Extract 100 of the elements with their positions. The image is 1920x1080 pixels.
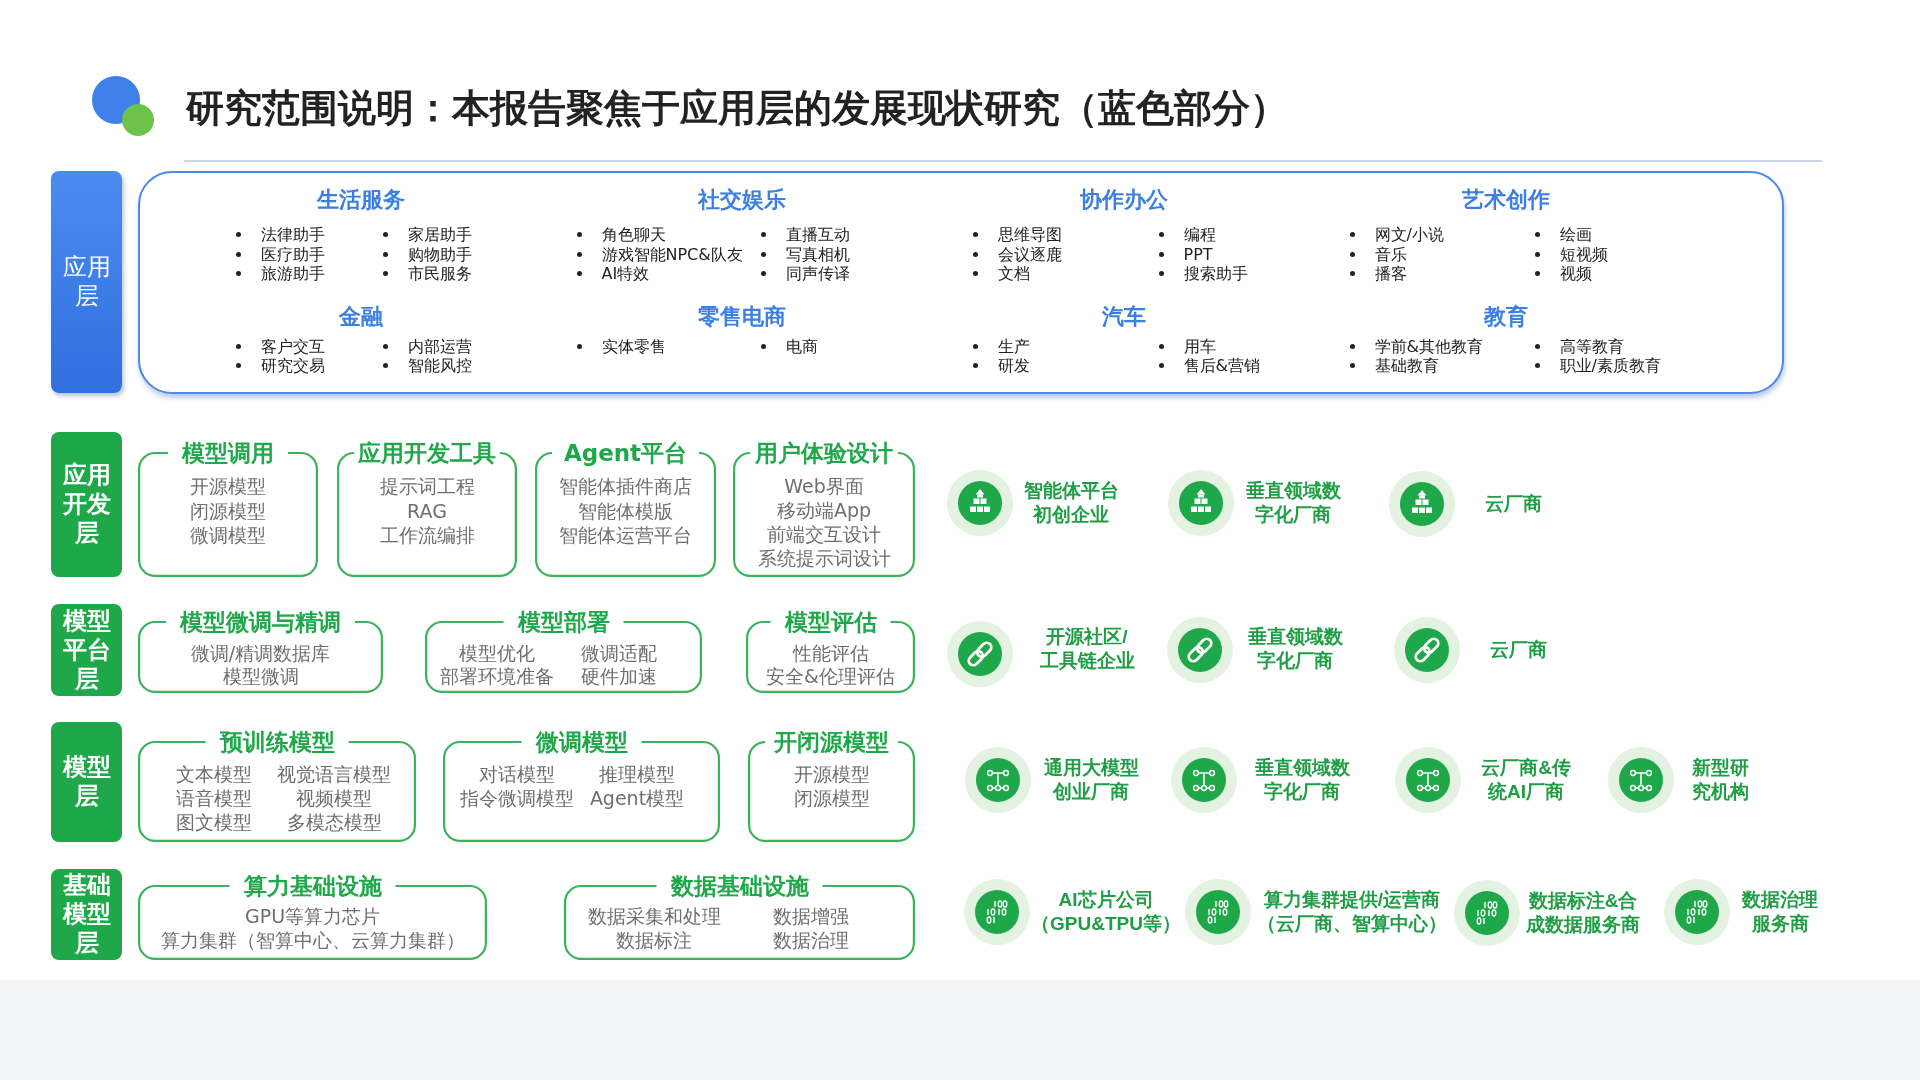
entity-label: 开源社区/工具链企业 (1039, 625, 1135, 673)
list-item: PPT (1183, 244, 1213, 265)
category-heading: 零售电商 (697, 302, 786, 331)
list-item: 用车 (1183, 336, 1216, 357)
entity-label: 算力集群提供/运营商（云厂商、智算中心） (1256, 888, 1448, 936)
list-item: 对话模型 (479, 762, 555, 786)
list-item: Web界面 (784, 474, 864, 498)
box-heading: 预训练模型 (219, 728, 335, 757)
list-item: 文本模型 (176, 762, 252, 786)
list-item: 算力集群（智算中心、云算力集群） (160, 928, 465, 952)
list-item: 数据治理 (773, 928, 849, 952)
list-item: 硬件加速 (581, 664, 657, 688)
list-item: 同声传译 (785, 263, 850, 284)
list-item: 前端交互设计 (767, 522, 881, 546)
list-item: 模型优化 (459, 641, 535, 665)
box-heading: 模型部署 (517, 608, 610, 637)
list-item: 实体零售 (601, 336, 666, 357)
list-item: 角色聊天 (601, 224, 666, 245)
list-item: 开源模型 (793, 762, 870, 786)
list-item: 写真相机 (785, 244, 850, 265)
box-heading: 模型评估 (784, 608, 877, 637)
list-item: 播客 (1374, 263, 1407, 284)
box-heading: 模型调用 (182, 439, 274, 468)
list-item: 数据标注 (616, 928, 692, 952)
entity-label: 垂直领域数字化厂商 (1247, 625, 1343, 673)
entity-label: AI芯片公司（GPU&TPU等） (1030, 888, 1182, 936)
category-heading: 协作办公 (1079, 185, 1168, 214)
list-item: 市民服务 (407, 263, 472, 284)
list-item: 视觉语言模型 (277, 762, 391, 786)
category-heading: 艺术创作 (1461, 185, 1550, 214)
list-item: 语音模型 (176, 786, 252, 810)
list-item: 网文/小说 (1374, 224, 1444, 245)
list-item: 数据采集和处理 (587, 904, 721, 928)
list-item: 售后&营销 (1183, 355, 1260, 376)
list-item: 文档 (997, 263, 1030, 284)
list-item: RAG (407, 499, 447, 523)
layer-box (138, 171, 1784, 394)
box-heading: 算力基础设施 (243, 872, 382, 901)
category-heading: 生活服务 (316, 185, 405, 214)
list-item: 微调适配 (581, 641, 657, 665)
list-item: 短视频 (1559, 244, 1608, 265)
box-heading: 模型微调与精调 (180, 608, 341, 637)
list-item: 微调/精调数据库 (190, 641, 331, 665)
list-item: Agent模型 (589, 786, 685, 810)
list-item: 视频模型 (296, 786, 372, 810)
list-item: 家居助手 (407, 224, 472, 245)
list-item: 高等教育 (1559, 336, 1624, 357)
list-item: 推理模型 (599, 762, 675, 786)
list-item: 会议逐鹿 (997, 244, 1062, 265)
list-item: 部署环境准备 (440, 664, 554, 688)
list-item: 基础教育 (1374, 355, 1439, 376)
list-item: 研究交易 (260, 355, 325, 376)
entity-label: 云厂商 (1489, 638, 1547, 662)
list-item: 思维导图 (997, 224, 1062, 245)
list-item: 研发 (997, 355, 1030, 376)
list-item: 电商 (785, 336, 818, 357)
list-item: 医疗助手 (260, 244, 325, 265)
entity-label: 垂直领域数字化厂商 (1245, 479, 1341, 527)
list-item: 视频 (1559, 263, 1592, 284)
box-heading: 开闭源模型 (774, 728, 889, 757)
list-item: 提示词工程 (379, 474, 475, 498)
entity-label: 数据标注&合成数据服务商 (1525, 889, 1641, 937)
entity-label: 智能体平台初创企业 (1023, 479, 1119, 527)
entity-label: 数据治理服务商 (1741, 888, 1819, 936)
layer-tab: 应用层 (51, 171, 122, 393)
box-heading: Agent平台 (563, 439, 688, 468)
layer-tab: 模型层 (51, 722, 122, 842)
box-heading: 微调模型 (535, 728, 628, 757)
list-item: 闭源模型 (190, 499, 266, 523)
list-item: 安全&伦理评估 (766, 664, 895, 688)
list-item: 数据增强 (773, 904, 849, 928)
list-item: 生产 (997, 336, 1030, 357)
category-heading: 汽车 (1101, 302, 1146, 331)
list-item: 智能体运营平台 (559, 523, 692, 547)
list-item: 微调模型 (190, 523, 266, 547)
list-item: 法律助手 (260, 224, 325, 245)
list-item: GPU等算力芯片 (244, 904, 381, 928)
list-item: 直播互动 (785, 224, 850, 245)
entity-label: 云厂商 (1484, 492, 1542, 516)
category-heading: 社交娱乐 (697, 185, 786, 214)
list-item: AI特效 (601, 263, 650, 284)
list-item: 智能风控 (407, 355, 472, 376)
list-item: 客户交互 (260, 336, 325, 357)
list-item: 智能体模版 (578, 499, 673, 523)
entity-label: 新型研究机构 (1691, 756, 1749, 804)
box-heading: 应用开发工具 (358, 439, 496, 468)
box-heading: 用户体验设计 (755, 439, 893, 468)
list-item: 内部运营 (407, 336, 472, 357)
list-item: 智能体插件商店 (559, 474, 692, 498)
box-heading: 数据基础设施 (670, 872, 809, 901)
list-item: 编程 (1183, 224, 1216, 245)
list-item: 开源模型 (190, 474, 266, 498)
list-item: 搜索助手 (1183, 263, 1248, 284)
entity-label: 云厂商&传统AI厂商 (1480, 756, 1572, 804)
list-item: 绘画 (1559, 224, 1592, 245)
list-item: 游戏智能NPC&队友 (601, 244, 743, 265)
list-item: 工作流编排 (379, 523, 475, 547)
list-item: 旅游助手 (260, 263, 325, 284)
list-item: 指令微调模型 (460, 786, 574, 810)
category-heading: 金融 (338, 302, 383, 331)
